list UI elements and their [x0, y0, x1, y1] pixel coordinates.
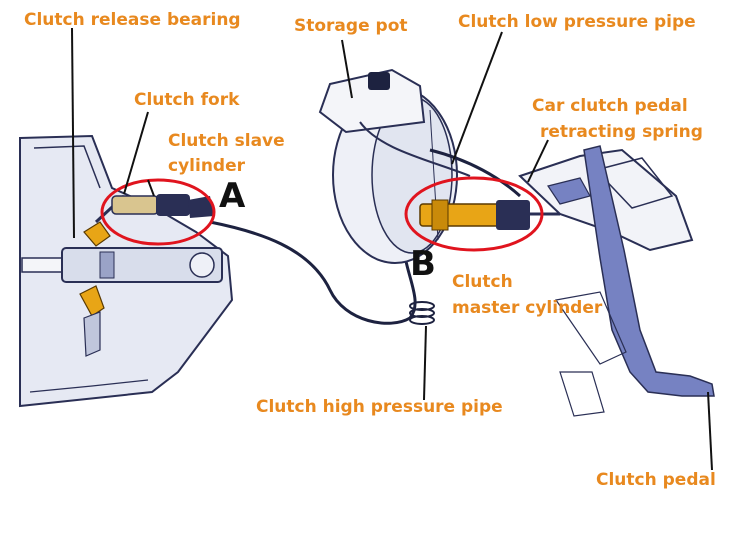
- label-master-cylinder-line2: master cylinder: [452, 298, 603, 318]
- storage-pot-part: [318, 68, 471, 177]
- label-return-spring-line2: retracting spring: [540, 122, 703, 142]
- marker-b: B: [410, 244, 436, 284]
- slave-cylinder-part: [111, 194, 214, 218]
- label-master-cylinder-line1: Clutch: [452, 272, 513, 292]
- label-slave-cylinder-line2: cylinder: [168, 156, 245, 176]
- label-release-bearing: Clutch release bearing: [24, 10, 241, 30]
- master-cylinder-highlight-circle: [404, 176, 544, 252]
- label-clutch-fork: Clutch fork: [134, 90, 240, 110]
- high-pressure-pipe-line: [209, 220, 435, 325]
- label-clutch-pedal: Clutch pedal: [596, 470, 716, 490]
- master-cylinder-part: [419, 199, 560, 231]
- clutch-pedal-arm: [554, 145, 715, 417]
- leader-lines: [71, 27, 713, 471]
- release-bearing-assembly: [21, 247, 223, 283]
- label-storage-pot: Storage pot: [294, 16, 408, 36]
- marker-a: A: [219, 176, 246, 216]
- slave-cylinder-highlight-circle: [100, 178, 216, 246]
- label-slave-cylinder-line1: Clutch slave: [168, 131, 285, 151]
- label-high-pressure-pipe: Clutch high pressure pipe: [256, 397, 503, 417]
- low-pressure-pipe-line: [429, 148, 522, 198]
- label-return-spring-line1: Car clutch pedal: [532, 96, 688, 116]
- label-low-pressure-pipe: Clutch low pressure pipe: [458, 12, 696, 32]
